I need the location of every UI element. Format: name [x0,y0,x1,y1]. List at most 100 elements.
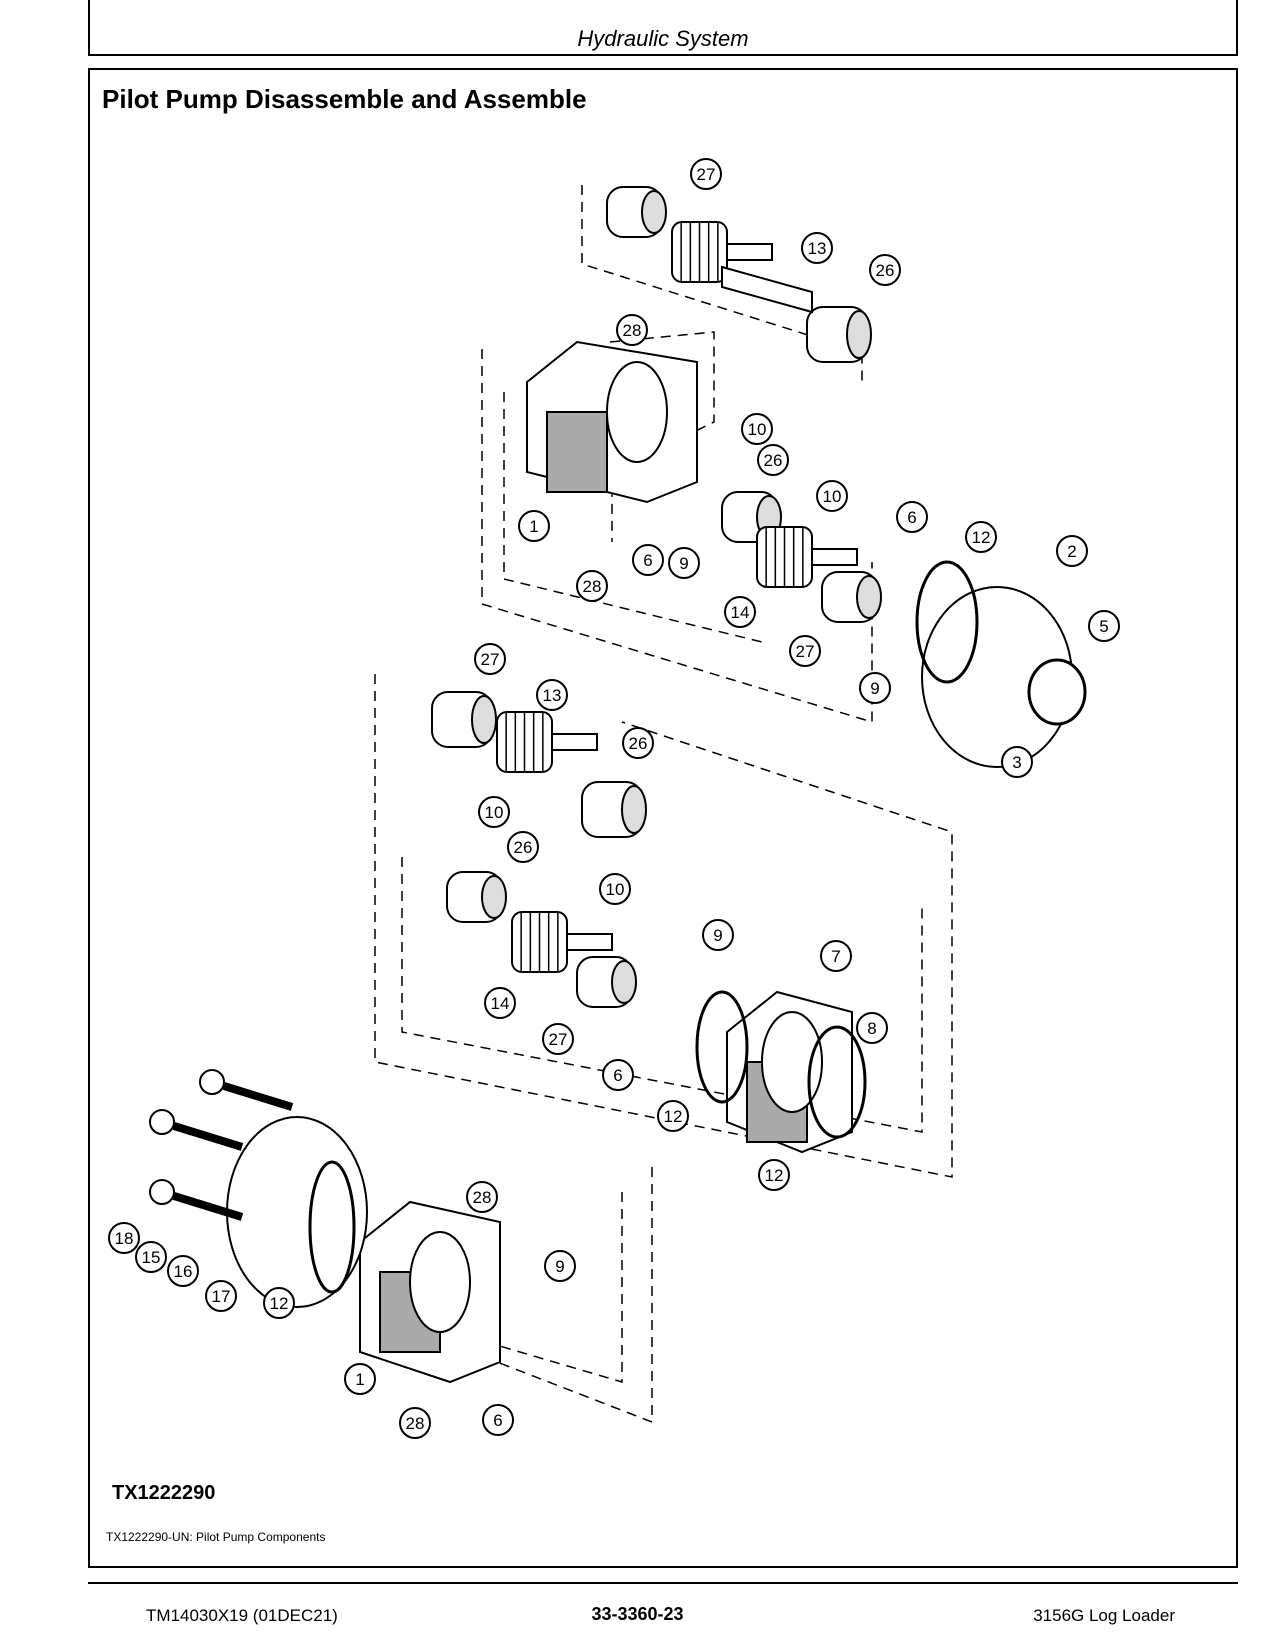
bearing-bore [611,960,637,1004]
gear-part [671,221,773,283]
front-pump-body [526,340,698,504]
callout-circle [507,831,539,863]
callout-label: 28 [406,1414,425,1433]
callout-circle [657,1100,689,1132]
part-callout-17: 17 [205,1280,237,1312]
part-callout-18: 18 [108,1222,140,1254]
part-callout-9: 9 [544,1250,576,1282]
callout-label: 9 [870,679,879,698]
gear-part [496,711,598,773]
callout-label: 12 [972,528,991,547]
part-callout-28: 28 [616,314,648,346]
drive-shaft [721,265,813,314]
bearing-part [431,691,497,748]
callout-label: 8 [867,1019,876,1038]
part-callout-12: 12 [657,1100,689,1132]
callout-circle [542,1023,574,1055]
callout-circle [484,987,516,1019]
machine-name: 3156G Log Loader [1033,1606,1175,1625]
part-callout-6: 6 [602,1059,634,1091]
callout-circle [1001,746,1033,778]
callout-label: 26 [514,838,533,857]
callout-circle [135,1241,167,1273]
callout-label: 10 [485,803,504,822]
alignment-line [503,392,763,643]
alignment-line [451,1192,623,1384]
callout-label: 12 [664,1107,683,1126]
callout-label: 26 [876,261,895,280]
callout-circle [816,480,848,512]
part-callout-10: 10 [478,796,510,828]
part-callout-1: 1 [344,1363,376,1395]
alignment-line [496,1167,653,1424]
callout-label: 16 [174,1262,193,1281]
callout-label: 6 [493,1411,502,1430]
callout-circle [616,314,648,346]
callout-circle [474,643,506,675]
figure-caption: TX1222290-UN: Pilot Pump Components [106,1530,326,1544]
gear-shaft [811,548,858,566]
bearing-part [806,306,872,363]
callout-label: 7 [831,947,840,966]
callout-circle [536,679,568,711]
callout-label: 27 [796,642,815,661]
callout-label: 14 [491,994,510,1013]
callout-circle [856,1012,888,1044]
bearing-bore [641,190,667,234]
bearing-bore [856,575,882,619]
callout-circle [466,1181,498,1213]
alignment-line [374,674,953,1178]
callout-circle [741,413,773,445]
callout-label: 5 [1099,617,1108,636]
callout-label: 27 [697,165,716,184]
callout-circle [859,672,891,704]
part-callout-10: 10 [816,480,848,512]
callout-label: 13 [808,239,827,258]
bearing-bore [621,785,647,834]
callout-label: 14 [731,603,750,622]
part-callout-12: 12 [263,1287,295,1319]
part-callout-27: 27 [690,158,722,190]
part-callout-6: 6 [632,544,664,576]
part-callout-28: 28 [399,1407,431,1439]
callout-circle [869,254,901,286]
bearing-part [581,781,647,838]
callout-circle [108,1222,140,1254]
alignment-line [581,185,863,382]
o-ring [915,560,979,684]
callout-circle [702,919,734,951]
callout-circle [482,1404,514,1436]
o-ring [807,1025,867,1139]
part-callout-5: 5 [1088,610,1120,642]
part-callout-7: 7 [820,940,852,972]
callout-label: 28 [623,321,642,340]
front-pump-body-port [546,411,608,493]
callout-circle [344,1363,376,1395]
part-callout-12: 12 [758,1159,790,1191]
callout-circle [896,501,928,533]
part-callout-27: 27 [542,1023,574,1055]
alignment-line [401,857,923,1133]
part-callout-26: 26 [622,727,654,759]
callout-label: 1 [355,1370,364,1389]
part-callout-28: 28 [576,570,608,602]
part-callout-8: 8 [856,1012,888,1044]
callout-label: 28 [583,577,602,596]
part-callout-12: 12 [965,521,997,553]
callout-circle [599,873,631,905]
callout-label: 1 [529,517,538,536]
bolt-shank [172,1122,244,1151]
callout-label: 6 [643,551,652,570]
callout-circle [820,940,852,972]
callout-label: 3 [1012,753,1021,772]
front-pump-body-gear-cavity [606,361,668,463]
part-callout-10: 10 [741,413,773,445]
bolt-head [149,1109,175,1135]
callout-label: 12 [765,1166,784,1185]
page-number: 33-3360-23 [591,1604,684,1624]
bearing-part [446,871,507,923]
callout-circle [602,1059,634,1091]
callout-label: 18 [115,1229,134,1248]
callout-label: 10 [823,487,842,506]
